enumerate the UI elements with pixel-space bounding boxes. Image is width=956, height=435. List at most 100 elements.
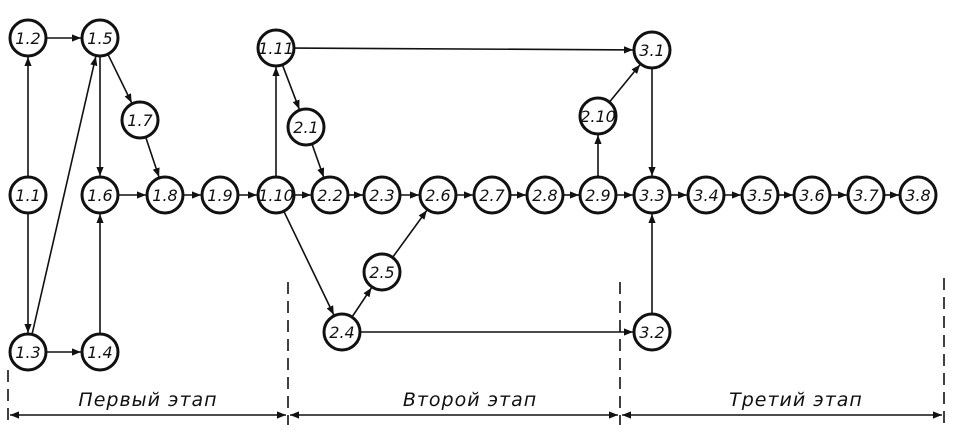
node-2-2: 2.2 [310, 175, 350, 215]
edge-1-10-to-2-4 [283, 210, 335, 316]
node-label: 1.3 [15, 343, 40, 362]
node-circle [418, 175, 458, 215]
node-label: 2.10 [580, 107, 616, 126]
node-2-5: 2.5 [362, 252, 402, 292]
node-circle [846, 175, 886, 215]
node-3-3: 3.3 [632, 175, 672, 215]
node-circle [578, 175, 618, 215]
node-circle [898, 175, 938, 215]
node-label: 3.7 [853, 186, 879, 205]
node-1-5: 1.5 [80, 18, 120, 58]
edge-1-11-to-3-1 [293, 46, 634, 54]
node-label: 2.3 [369, 186, 394, 205]
edge-2-4-to-2-5 [351, 287, 373, 318]
node-2-7: 2.7 [472, 175, 512, 215]
stage-label-first: Первый этап [78, 389, 217, 411]
node-1-4: 1.4 [80, 332, 120, 372]
node-circle [256, 28, 296, 68]
edge-1-11-to-2-1 [281, 64, 301, 110]
node-label: 1.4 [87, 343, 112, 362]
node-label: 1.1 [15, 186, 40, 205]
node-label: 2.2 [317, 186, 342, 205]
node-circle [145, 175, 185, 215]
node-label: 2.1 [293, 118, 318, 137]
node-circle [8, 332, 48, 372]
node-1-6: 1.6 [80, 175, 120, 215]
edge-1-3-to-1-5 [31, 56, 98, 335]
node-circle [578, 96, 618, 136]
node-2-10: 2.10 [578, 96, 618, 136]
node-label: 3.5 [747, 186, 772, 205]
edge-1-5-to-1-7 [107, 53, 133, 104]
stages-layer: Первый этап Второй этап Третий этап [7, 278, 945, 425]
node-label: 3.2 [639, 323, 664, 342]
node-circle [286, 107, 326, 147]
node-label: 2.5 [369, 263, 394, 282]
node-circle [362, 175, 402, 215]
node-circle [632, 30, 672, 70]
node-label: 1.5 [87, 29, 112, 48]
edge-2-1-to-2-2 [311, 143, 325, 178]
node-circle [120, 100, 160, 140]
node-2-3: 2.3 [362, 175, 402, 215]
node-label: 1.9 [207, 186, 232, 205]
node-3-7: 3.7 [846, 175, 886, 215]
node-1-2: 1.2 [8, 18, 48, 58]
node-3-2: 3.2 [632, 312, 672, 352]
node-label: 1.6 [87, 186, 112, 205]
node-1-1: 1.1 [8, 175, 48, 215]
node-circle [632, 175, 672, 215]
node-1-10: 1.10 [256, 175, 296, 215]
node-3-5: 3.5 [740, 175, 780, 215]
node-label: 2.7 [479, 186, 505, 205]
node-3-8: 3.8 [898, 175, 938, 215]
node-2-1: 2.1 [286, 107, 326, 147]
node-3-4: 3.4 [686, 175, 726, 215]
node-circle [80, 18, 120, 58]
node-circle [472, 175, 512, 215]
node-label: 2.8 [532, 186, 557, 205]
node-label: 3.8 [905, 186, 930, 205]
node-circle [792, 175, 832, 215]
node-label: 1.2 [15, 29, 40, 48]
node-circle [686, 175, 726, 215]
node-label: 3.1 [639, 41, 664, 60]
node-circle [8, 18, 48, 58]
node-label: 1.8 [152, 186, 177, 205]
stage-label-third: Третий этап [729, 389, 863, 411]
node-label: 1.10 [258, 186, 294, 205]
node-2-6: 2.6 [418, 175, 458, 215]
node-circle [740, 175, 780, 215]
node-label: 1.11 [258, 39, 294, 58]
node-label: 3.3 [639, 186, 664, 205]
edge-2-10-to-3-1 [608, 64, 641, 103]
node-1-11: 1.11 [256, 28, 296, 68]
node-1-3: 1.3 [8, 332, 48, 372]
node-2-8: 2.8 [525, 175, 565, 215]
node-circle [322, 312, 362, 352]
node-circle [80, 332, 120, 372]
edge-1-7-to-1-8 [144, 136, 160, 178]
node-3-1: 3.1 [632, 30, 672, 70]
edges-layer [24, 34, 899, 356]
node-circle [8, 175, 48, 215]
node-1-7: 1.7 [120, 100, 160, 140]
node-3-6: 3.6 [792, 175, 832, 215]
node-label: 2.6 [425, 186, 450, 205]
node-circle [362, 252, 402, 292]
node-circle [200, 175, 240, 215]
node-label: 3.4 [693, 186, 718, 205]
node-2-9: 2.9 [578, 175, 618, 215]
node-label: 1.7 [127, 111, 153, 130]
node-1-8: 1.8 [145, 175, 185, 215]
node-circle [310, 175, 350, 215]
node-label: 3.6 [799, 186, 824, 205]
stage-label-second: Второй этап [403, 389, 537, 411]
node-circle [632, 312, 672, 352]
nodes-layer: 1.1 1.2 1.3 1.4 1.5 1.6 1.7 1.8 1.9 1.10 1.11 2.1 2.… [8, 18, 938, 372]
node-circle [80, 175, 120, 215]
node-1-9: 1.9 [200, 175, 240, 215]
node-label: 2.4 [329, 323, 354, 342]
